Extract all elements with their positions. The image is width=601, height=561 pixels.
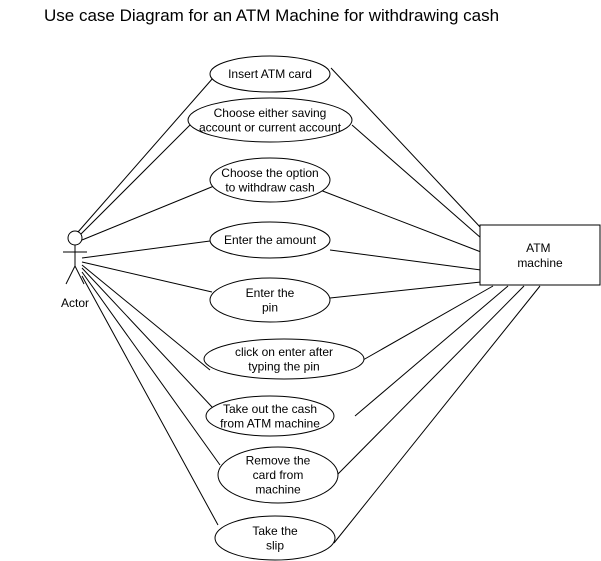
use-case-ellipse	[203, 338, 365, 380]
actor-left-leg	[65, 265, 76, 285]
use-case-label-line: Choose either saving	[214, 106, 327, 120]
actor-association-line	[81, 185, 215, 241]
actor-label: Actor	[61, 296, 89, 310]
use-case-label-line: Enter the	[246, 286, 295, 300]
actor-association-line	[81, 261, 213, 293]
actor-head	[67, 230, 83, 246]
use-case-label: Enter the amount	[224, 233, 317, 247]
system-association-line	[351, 124, 482, 239]
system-association-line	[329, 281, 482, 299]
system-box: ATM machine	[479, 224, 601, 286]
use-case-ellipse	[187, 97, 353, 143]
use-case-label-line: Choose the option	[221, 166, 318, 180]
use-case-ellipse	[209, 55, 331, 93]
atm-machine-box	[479, 224, 601, 286]
use-case-label-line: click on enter after	[235, 345, 333, 359]
use-case-ellipse	[209, 277, 331, 323]
actor-association-line	[77, 77, 214, 233]
actor-association-line	[81, 275, 219, 526]
use-case-label-line: Enter the amount	[224, 233, 317, 247]
system-association-line	[333, 285, 541, 544]
use-case-label-line: Take out the cash	[223, 402, 317, 416]
use-case-ellipse	[209, 221, 331, 259]
actor-association-line	[81, 267, 213, 408]
use-case-label-line: to withdraw cash	[225, 180, 314, 194]
use-case-ellipse	[214, 515, 336, 561]
system-association-line	[329, 249, 482, 271]
system-label: ATM machine	[517, 241, 563, 270]
system-association-line	[362, 285, 494, 361]
use-case-label-line: Take the	[252, 524, 298, 538]
use-case-label-line: Remove the	[246, 454, 311, 468]
actor-association-line	[79, 124, 191, 236]
use-case-label-line: slip	[266, 538, 284, 552]
actor-figure: Actor	[61, 230, 89, 310]
actor-association-line	[81, 240, 211, 259]
use-case-ellipse	[217, 446, 339, 504]
use-case-label-line: machine	[255, 483, 301, 497]
system-association-line	[354, 285, 509, 417]
use-case-label: Insert ATM card	[228, 67, 312, 81]
system-association-line	[330, 67, 482, 229]
actor-right-leg	[74, 265, 85, 285]
diagram-title: Use case Diagram for an ATM Machine for …	[44, 6, 499, 25]
use-case-label-line: Insert ATM card	[228, 67, 312, 81]
use-case-label-line: typing the pin	[248, 359, 319, 373]
actor-association-line	[81, 264, 211, 371]
use-case-label-line: account or current account	[199, 120, 342, 134]
system-association-line	[319, 189, 482, 253]
actor-association-line	[81, 271, 221, 466]
use-case-insert-card: Insert ATM card	[209, 55, 331, 93]
use-case-label-line: from ATM machine	[220, 416, 320, 430]
use-case-ellipse	[209, 157, 331, 203]
system-association-line	[336, 285, 525, 476]
system-label-line: ATM	[526, 241, 550, 255]
association-lines	[77, 67, 541, 544]
system-label-line: machine	[517, 256, 563, 270]
use-case-enter-amount: Enter the amount	[209, 221, 331, 259]
use-case-label-line: card from	[253, 468, 304, 482]
use-case-label-line: pin	[262, 300, 278, 314]
use-case-ellipse	[205, 395, 335, 437]
